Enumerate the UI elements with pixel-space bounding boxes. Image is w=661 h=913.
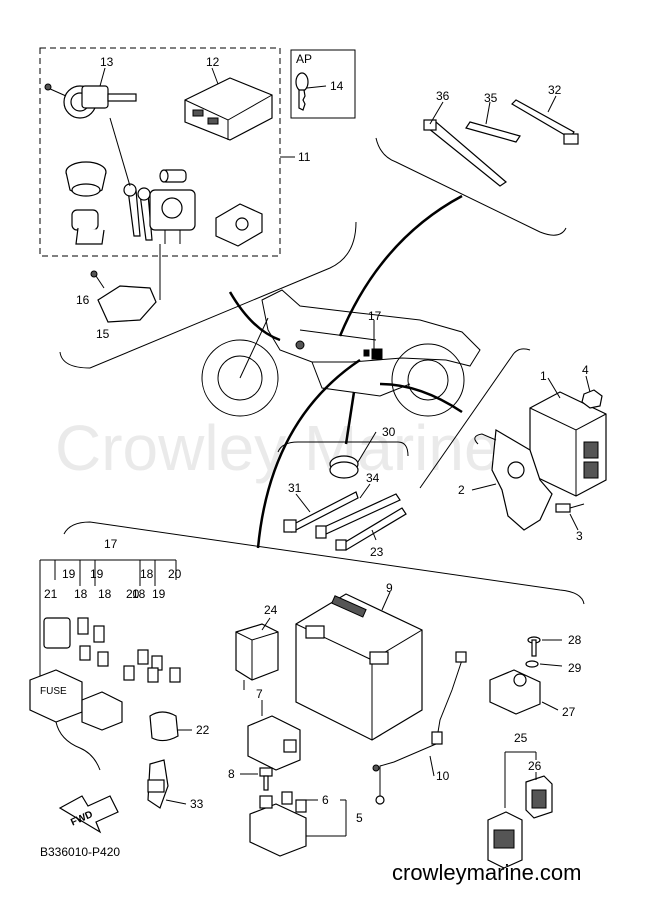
seat-lock-part (215, 203, 263, 247)
sensor-27-part (489, 669, 541, 715)
relay-26-part (525, 775, 553, 819)
fwd-arrow-icon: FWD (58, 795, 119, 834)
battery-part (295, 593, 423, 741)
group-divider-curve (59, 221, 357, 369)
starter-relay-cover-part (247, 715, 301, 771)
callout-2: 2 (458, 483, 465, 497)
bolt-part (555, 503, 585, 513)
fuse-holder-part (43, 617, 181, 683)
callout-30: 30 (382, 425, 396, 439)
callout-31: 31 (288, 481, 302, 495)
starter-relay-part (249, 791, 307, 857)
ap-label: AP (296, 52, 312, 66)
callout-28: 28 (568, 633, 582, 647)
callout-21: 21 (44, 587, 58, 601)
callout-18: 18 (74, 587, 88, 601)
callout-36: 36 (436, 89, 450, 103)
fuse-label: FUSE (40, 686, 67, 697)
callout-1: 1 (540, 369, 547, 383)
relay-24-part (235, 623, 279, 690)
callout-5: 5 (356, 811, 363, 825)
callout-33: 33 (190, 797, 204, 811)
nut-part (581, 389, 603, 409)
marker-dot (295, 340, 305, 350)
top-right-divider (375, 137, 567, 236)
washer-29-part (525, 660, 539, 668)
callout-4: 4 (582, 363, 589, 377)
cable-tie-35 (465, 121, 521, 143)
fuse-box-part: FUSE (29, 669, 123, 771)
callout-18-repeat-3: 18 (132, 587, 146, 601)
holder-33 (147, 759, 169, 809)
watermark: Crowley Marine (55, 412, 500, 484)
diagram-code: B336010-P420 (40, 845, 120, 859)
callout-16: 16 (76, 293, 90, 307)
cable-tie-32 (511, 99, 579, 145)
callout-34: 34 (366, 471, 380, 485)
callout-35: 35 (484, 91, 498, 105)
callout-20: 20 (168, 567, 182, 581)
callout-17-repeat-6: 17 (104, 537, 118, 551)
callout-23: 23 (370, 545, 384, 559)
callout-14: 14 (330, 79, 344, 93)
callout-3: 3 (576, 529, 583, 543)
callout-6: 6 (322, 793, 329, 807)
screw-28-part (527, 636, 541, 657)
callout-20-repeat-4: 20 (126, 587, 140, 601)
callout-15: 15 (96, 327, 110, 341)
clamp-30 (329, 455, 359, 479)
key-set-dashed-box (39, 47, 281, 257)
band-23 (335, 507, 407, 551)
callout-19-repeat-5: 19 (152, 587, 166, 601)
callout-19-repeat-0: 19 (90, 567, 104, 581)
callout-10: 10 (436, 769, 450, 783)
callout-32: 32 (548, 83, 562, 97)
bolt-8-part (259, 767, 273, 791)
bottom-group-divider (63, 521, 585, 605)
right-divider (419, 348, 531, 489)
fuel-cap-lock-part (71, 209, 105, 245)
callout-18-repeat-1: 18 (98, 587, 112, 601)
website-label: crowleymarine.com (392, 860, 582, 885)
ignitor-unit-part (184, 77, 273, 141)
main-switch-lock-part (44, 83, 137, 119)
callout-27: 27 (562, 705, 576, 719)
relay-25-part (487, 811, 523, 869)
ap-box (290, 49, 356, 119)
switch-body-part (149, 189, 196, 244)
callout-18-repeat-2: 18 (140, 567, 154, 581)
callout-25: 25 (514, 731, 528, 745)
cap-part (65, 161, 107, 197)
key-icon (295, 72, 327, 111)
callout-19: 19 (62, 567, 76, 581)
battery-cable-part (372, 651, 467, 805)
mount-bracket-part (474, 429, 553, 531)
callout-7: 7 (256, 687, 263, 701)
callout-8: 8 (228, 767, 235, 781)
bracket-part (90, 270, 157, 323)
callout-22: 22 (196, 723, 210, 737)
callout-9: 9 (386, 581, 393, 595)
callout-11: 11 (298, 150, 311, 164)
callout-13: 13 (100, 55, 114, 69)
band-34 (315, 493, 401, 539)
callout-17: 17 (368, 309, 382, 323)
center-divider (277, 441, 409, 457)
clip-22 (149, 711, 179, 742)
motorcycle-outline (201, 289, 481, 417)
band-31 (283, 491, 359, 533)
callout-24: 24 (264, 603, 278, 617)
callout-12: 12 (206, 55, 220, 69)
callout-26: 26 (528, 759, 542, 773)
callout-29: 29 (568, 661, 582, 675)
cable-tie-36 (423, 119, 507, 187)
ignition-keys-part (123, 183, 153, 241)
lock-cylinder-part (159, 169, 187, 183)
marker-square (371, 348, 383, 360)
